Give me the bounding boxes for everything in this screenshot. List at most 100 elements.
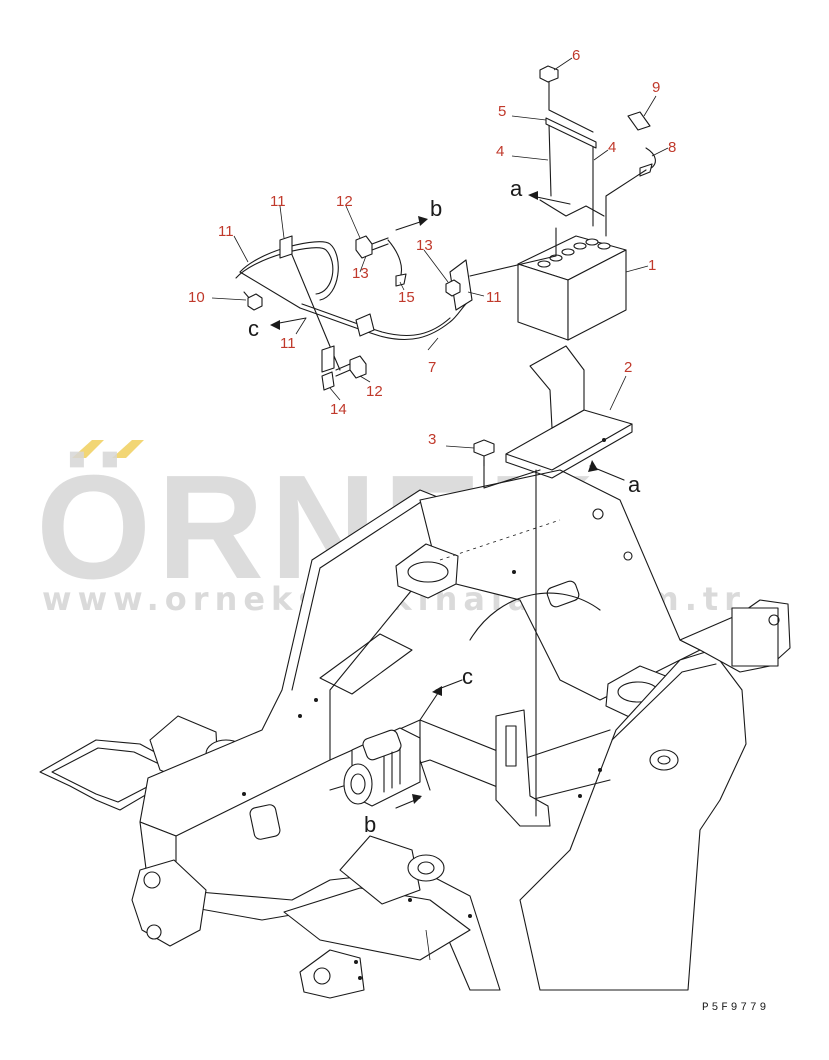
callout-12-top: 12	[336, 193, 353, 210]
cable-route-c	[419, 689, 441, 791]
hold-down-nut	[539, 65, 559, 83]
battery-tray-lip	[505, 423, 633, 479]
callout-11-right: 11	[486, 289, 502, 306]
starter-end	[343, 763, 373, 805]
callout-3: 3	[428, 431, 436, 448]
callout-12-bottom: 12	[366, 383, 383, 400]
harness-loop-2	[235, 247, 334, 295]
left-mount-cup	[407, 561, 449, 583]
front-step	[283, 887, 471, 961]
lower-pivot-bracket	[131, 859, 207, 947]
battery-caps	[537, 238, 611, 268]
lower-pivot-hole-2	[146, 924, 162, 940]
terminal-leader	[605, 169, 647, 237]
callout-leaders	[211, 57, 669, 961]
callout-4-right: 4	[608, 139, 616, 156]
rear-panel-hole	[592, 508, 604, 520]
frame-bolt-dots	[242, 570, 602, 980]
callout-4-left: 4	[496, 143, 504, 160]
harness-nut-right	[445, 279, 461, 297]
front-hinge-bore	[407, 854, 445, 882]
callout-15: 15	[398, 289, 415, 306]
hold-down-bar	[545, 117, 597, 149]
view-c-bottom: c	[462, 664, 473, 689]
battery-side	[567, 249, 627, 341]
callout-6: 6	[572, 47, 580, 64]
left-rail-cutout	[249, 804, 281, 840]
rear-panel-hole-2	[623, 551, 633, 561]
view-a-bottom: a	[628, 472, 641, 497]
tray-bolt-head	[473, 439, 495, 457]
callout-11-top: 11	[270, 193, 286, 210]
callout-5: 5	[498, 103, 506, 120]
callout-1: 1	[648, 257, 656, 274]
watermark-accent-mark-right	[112, 440, 144, 458]
rear-panel-slot	[546, 580, 580, 608]
view-a-bracket-top	[539, 199, 605, 217]
view-a-top: a	[510, 176, 523, 201]
nut-leader	[548, 81, 594, 133]
ground-strap	[387, 239, 403, 279]
view-marker-labels: a a b b c c	[248, 176, 641, 837]
arrow-a-top	[531, 195, 571, 205]
starter-end-inner	[350, 773, 366, 795]
harness-connector	[321, 371, 335, 391]
rear-arm-hole	[768, 614, 780, 626]
battery-tray-backwall	[529, 345, 585, 429]
left-rail-inner-edge	[291, 499, 425, 691]
harness-clamp-right	[449, 259, 473, 311]
rear-arm-block	[731, 607, 779, 667]
terminal-bolt	[627, 111, 651, 131]
harness-leader	[469, 227, 557, 277]
callout-13-right: 13	[416, 237, 433, 254]
ground-strap-end	[395, 273, 407, 287]
dashed-ref-line	[439, 519, 561, 561]
left-rail-slot	[319, 633, 413, 695]
harness-clamp-mid	[355, 313, 375, 337]
harness-bolt-bottom	[349, 355, 367, 379]
battery-support-bracket	[495, 709, 551, 827]
starter-motor	[343, 727, 421, 807]
harness-bolt-bottom-shank	[335, 363, 351, 377]
machine-frame	[39, 469, 791, 999]
callout-9: 9	[652, 79, 660, 96]
harness-bolt-top-shank	[371, 237, 389, 251]
callout-11-bottom: 11	[280, 335, 296, 352]
lower-pivot-hole	[143, 871, 161, 889]
callout-labels: 1 2 3 4 4 5 6 7 8 9 10 11 11 11 11 12 12…	[188, 47, 676, 448]
callout-14: 14	[330, 401, 347, 418]
callout-13-left: 13	[352, 265, 369, 282]
lower-front-hole	[313, 967, 331, 985]
harness-nut-left	[247, 293, 263, 311]
lower-front-bracket	[299, 949, 365, 999]
battery-assembly	[473, 65, 656, 489]
right-rail-inner	[611, 663, 717, 741]
front-hinge-bore-inner	[417, 861, 435, 875]
callout-11-left: 11	[218, 223, 234, 240]
watermark-accent-mark-left	[72, 440, 104, 458]
callout-10: 10	[188, 289, 205, 306]
view-c-top: c	[248, 316, 259, 341]
callout-7: 7	[428, 359, 436, 376]
harness-main	[299, 299, 471, 341]
drawing-code: P5F9779	[702, 1002, 769, 1014]
view-b-bottom: b	[364, 812, 376, 837]
view-b-top: b	[430, 196, 442, 221]
harness-loop	[239, 241, 339, 301]
hold-down-rod-left	[548, 123, 552, 197]
right-side-rail	[519, 649, 747, 991]
view-arrows	[270, 191, 625, 809]
starter-fins	[383, 747, 401, 793]
callout-2: 2	[624, 359, 632, 376]
tray-bolt-leader	[483, 459, 541, 489]
rear-panel-arch	[469, 592, 601, 641]
callout-8: 8	[668, 139, 676, 156]
harness-clamp-top	[279, 235, 293, 259]
right-rail-hole-inner	[657, 755, 671, 765]
right-rail-hole	[649, 749, 679, 771]
harness-clamp-bottom	[321, 345, 335, 373]
bracket-slot	[505, 725, 517, 767]
wire-harness	[235, 227, 557, 391]
harness-main-2	[301, 303, 451, 337]
